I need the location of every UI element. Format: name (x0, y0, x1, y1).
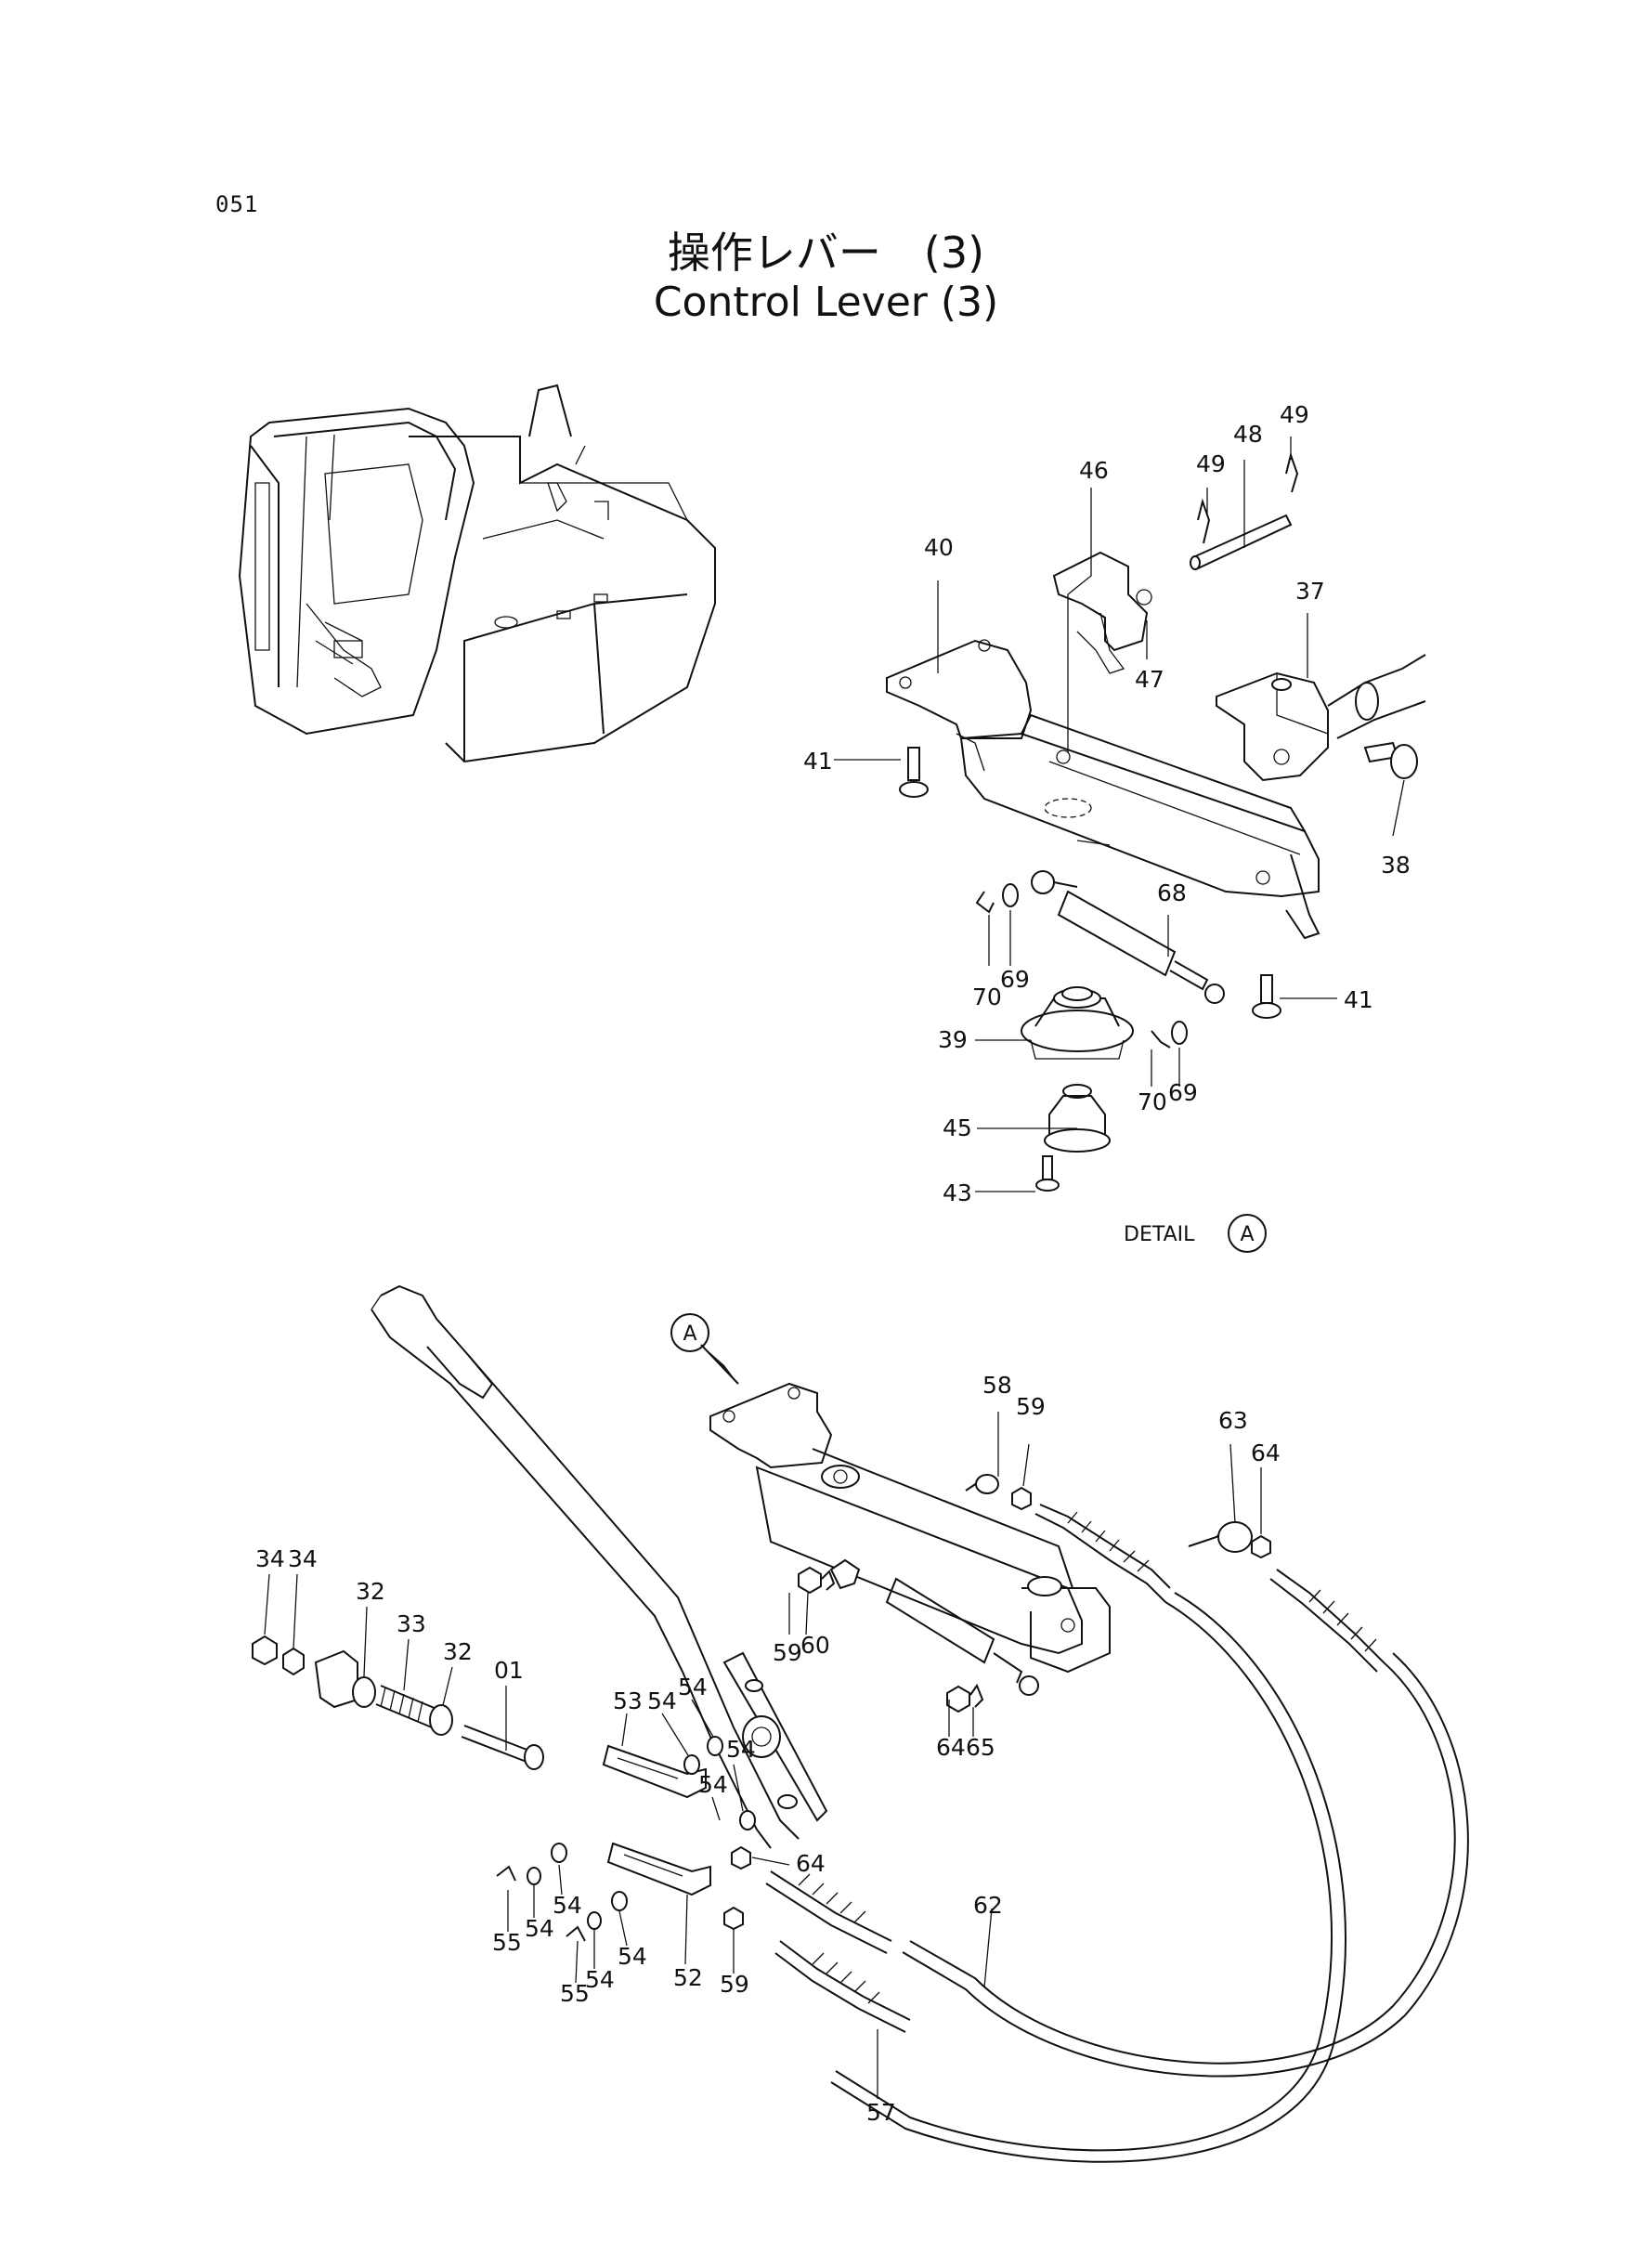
excavator-overview (238, 384, 716, 763)
label-64: 64 (1251, 1440, 1281, 1466)
label-54: 54 (525, 1915, 554, 1942)
label-53: 53 (613, 1687, 643, 1714)
lower-assembly-view (252, 1284, 1469, 2163)
label-46: 46 (1079, 457, 1109, 484)
label-45: 45 (943, 1114, 972, 1141)
label-47: 47 (1135, 666, 1164, 693)
label-62: 62 (973, 1892, 1003, 1919)
label-49: 49 (1196, 450, 1226, 477)
label-54: 54 (678, 1674, 708, 1700)
label-54: 54 (553, 1892, 582, 1919)
label-54: 54 (698, 1771, 728, 1798)
detail-label: DETAIL (1124, 1223, 1195, 1246)
label-37: 37 (1295, 578, 1325, 605)
label-70: 70 (1138, 1088, 1167, 1115)
label-49: 49 (1280, 401, 1309, 428)
label-41: 41 (803, 748, 833, 775)
label-59: 59 (720, 1971, 749, 1998)
page-number: 051 (215, 191, 259, 217)
callout-ref: A (683, 1322, 696, 1346)
label-65: 65 (966, 1734, 995, 1761)
label-41: 41 (1344, 986, 1373, 1013)
part-labels: 49 48 49 46 40 37 47 41 38 68 70 69 41 3… (255, 401, 1411, 2126)
detail-a-exploded-view (834, 436, 1426, 1192)
label-43: 43 (943, 1179, 972, 1206)
label-69: 69 (1168, 1079, 1198, 1106)
label-40: 40 (924, 534, 954, 561)
title-english: Control Lever (3) (653, 279, 999, 326)
label-38: 38 (1381, 852, 1411, 879)
label-39: 39 (938, 1026, 968, 1053)
label-70: 70 (972, 984, 1002, 1010)
label-33: 33 (397, 1610, 426, 1637)
label-01: 01 (494, 1657, 524, 1684)
label-32: 32 (356, 1578, 385, 1605)
label-55: 55 (560, 1980, 590, 2007)
label-64: 64 (936, 1734, 966, 1761)
label-59: 59 (773, 1639, 802, 1666)
label-54: 54 (726, 1736, 756, 1763)
label-57: 57 (866, 2099, 896, 2126)
label-55: 55 (492, 1929, 522, 1956)
label-52: 52 (673, 1964, 703, 1991)
title-japanese: 操作レバー (3) (667, 228, 985, 278)
label-60: 60 (800, 1632, 830, 1659)
label-63: 63 (1218, 1407, 1248, 1434)
label-34: 34 (255, 1545, 285, 1572)
label-59: 59 (1016, 1393, 1046, 1420)
label-32: 32 (443, 1638, 473, 1665)
label-54: 54 (647, 1687, 677, 1714)
detail-ref: A (1240, 1223, 1254, 1246)
label-48: 48 (1233, 421, 1263, 448)
label-54: 54 (585, 1966, 615, 1993)
label-34: 34 (288, 1545, 318, 1572)
label-68: 68 (1157, 879, 1187, 906)
label-58: 58 (982, 1372, 1012, 1399)
detail-ref-circle (1228, 1214, 1267, 1253)
label-54: 54 (618, 1943, 647, 1970)
label-69: 69 (1000, 966, 1030, 993)
label-64: 64 (796, 1850, 826, 1877)
